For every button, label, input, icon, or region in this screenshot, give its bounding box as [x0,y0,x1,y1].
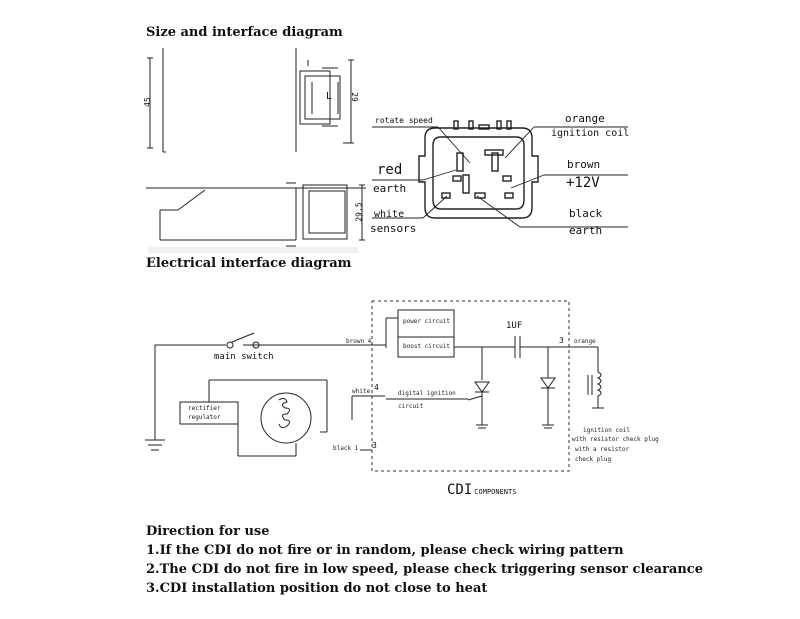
label-digital-ignition: digital ignition [398,390,456,397]
label-pin4: 4 [374,383,379,392]
label-power-circuit: power circuit [403,318,450,325]
direction-item-2: 2.The CDI do not fire in low speed, plea… [146,562,703,577]
label-white-wire: white [352,388,371,395]
label-pin3b: 3 [372,441,377,450]
label-brown-wire: brown 4 [346,338,372,345]
direction-title: Direction for use [146,524,270,539]
label-black: black [569,207,603,220]
label-pin3: 3 [559,336,564,345]
connector-letter: L [326,91,333,102]
cdi-small-label: COMPONENTS [474,488,517,496]
label-orange-out: orange [574,338,596,345]
coil-note-3: with a resistor [575,446,630,453]
label-earth-right: earth [569,224,603,237]
label-rotate-speed: rotate speed [375,116,433,125]
label-ignition-coil: ignition coil [551,128,630,139]
direction-item-3: 3.CDI installation position do not close… [146,581,488,596]
label-sensors: sensors [370,222,417,235]
label-boost-circuit: boost circuit [403,343,450,350]
label-plus12v: +12V [566,175,600,191]
label-red: red [377,162,403,178]
label-main-switch: main switch [214,352,274,362]
coil-note-2: with resistor check plug [572,436,659,443]
label-orange: orange [565,112,605,125]
coil-note-4: check plug [575,456,612,463]
coil-note-1: ignition coil [583,427,630,434]
label-capacitor: 1UF [506,321,523,331]
cdi-big-label: CDI [447,482,473,498]
direction-item-1: 1.If the CDI do not fire or in random, p… [146,543,624,558]
electrical-section-title: Electrical interface diagram [146,256,352,271]
label-earth-left: earth [373,182,407,195]
size-section-title: Size and interface diagram [146,25,343,40]
label-regulator: regulator [188,414,221,421]
label-black-wire: black 1 [333,445,359,452]
label-circuit: circuit [398,403,424,410]
label-brown: brown [567,158,601,171]
label-rectifier: rectifier [188,405,221,412]
label-white: white [374,209,405,220]
